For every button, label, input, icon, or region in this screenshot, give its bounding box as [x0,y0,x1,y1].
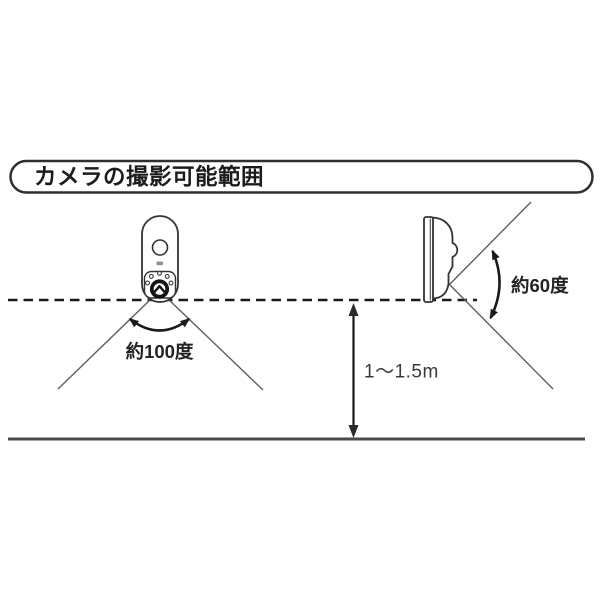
side-camera-wall-mount-plate [423,216,434,303]
side-angle-label: 約60度 [511,275,569,296]
side-fov-upper-line [448,201,532,286]
height-label: 1〜1.5m [364,362,439,383]
front-camera-sensor-circle [151,239,169,256]
front-camera-lens-inner [153,283,166,295]
page-title: カメラの撮影可能範囲 [34,164,264,190]
front-camera-led-dot [148,273,154,279]
front-angle-label: 約100度 [126,341,194,362]
front-camera-led-dot [145,280,150,286]
front-camera-led-dot [157,270,162,276]
security-camera-side-icon [423,216,459,303]
side-angle-arc-arrow [489,249,501,320]
front-camera-lens-glint [153,285,166,293]
front-fov-right-line [166,297,264,391]
side-fov-lower-line [448,283,554,390]
front-camera-logo [156,261,163,266]
title-banner [9,159,594,194]
side-camera-body [431,216,459,300]
front-angle-arc-arrow [128,317,191,332]
front-camera-led-dot [168,280,174,286]
front-fov-left-line [57,298,152,390]
front-camera-led-dot [164,273,170,279]
security-camera-front-icon [141,215,179,303]
